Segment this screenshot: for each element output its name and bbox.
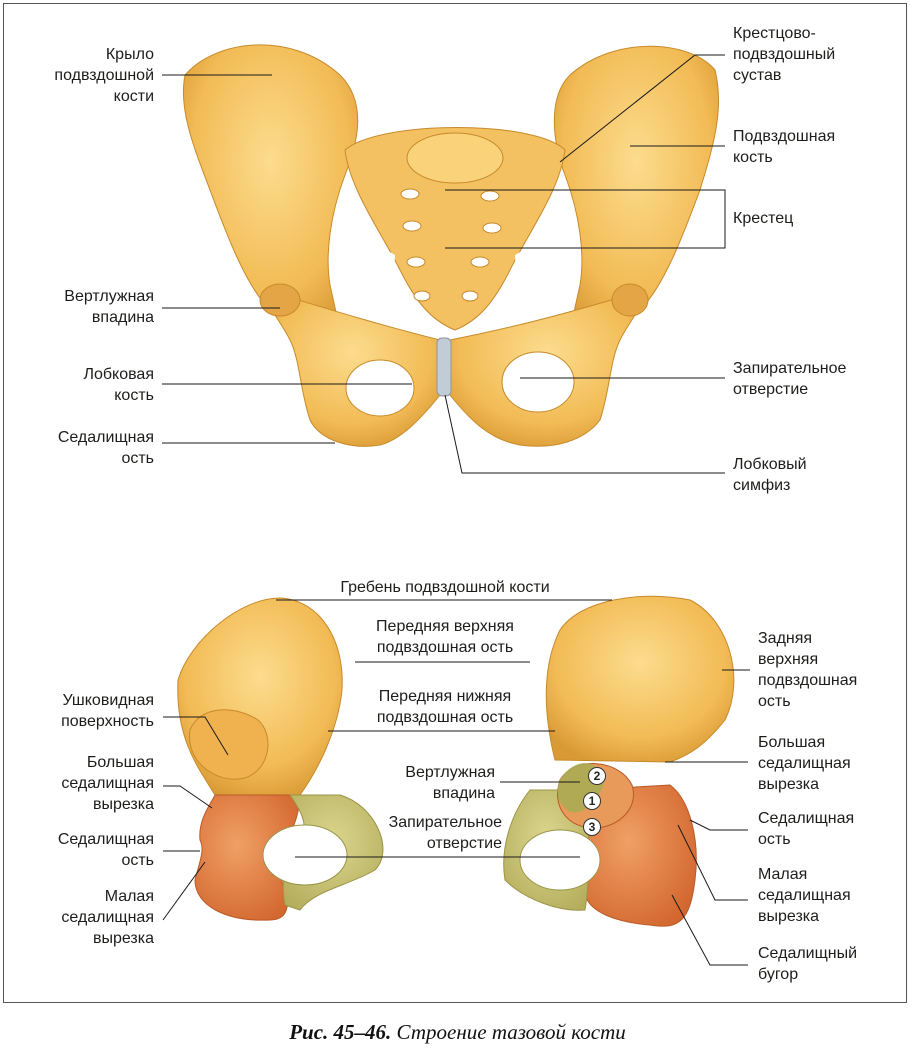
label-iliac-crest: Гребень подвздошной кости [290, 577, 600, 598]
marker-2: 2 [588, 767, 606, 785]
marker-3: 3 [583, 818, 601, 836]
right-ilium [546, 596, 734, 762]
pelvis-front-view [183, 45, 718, 446]
left-obturator [346, 360, 414, 416]
caption-prefix: Рис. 45–46. [289, 1020, 391, 1044]
left-obturator-foramen [263, 825, 347, 885]
pubic-symphysis-cartilage [437, 338, 451, 396]
figure-caption: Рис. 45–46. Строение тазовой кости [0, 1020, 915, 1045]
caption-text: Строение тазовой кости [397, 1020, 626, 1044]
sacral-base [407, 133, 503, 183]
right-obturator [502, 352, 574, 412]
marker-1: 1 [583, 792, 601, 810]
right-obturator-foramen [520, 830, 600, 890]
label-sacrum: Крестец [733, 208, 793, 229]
